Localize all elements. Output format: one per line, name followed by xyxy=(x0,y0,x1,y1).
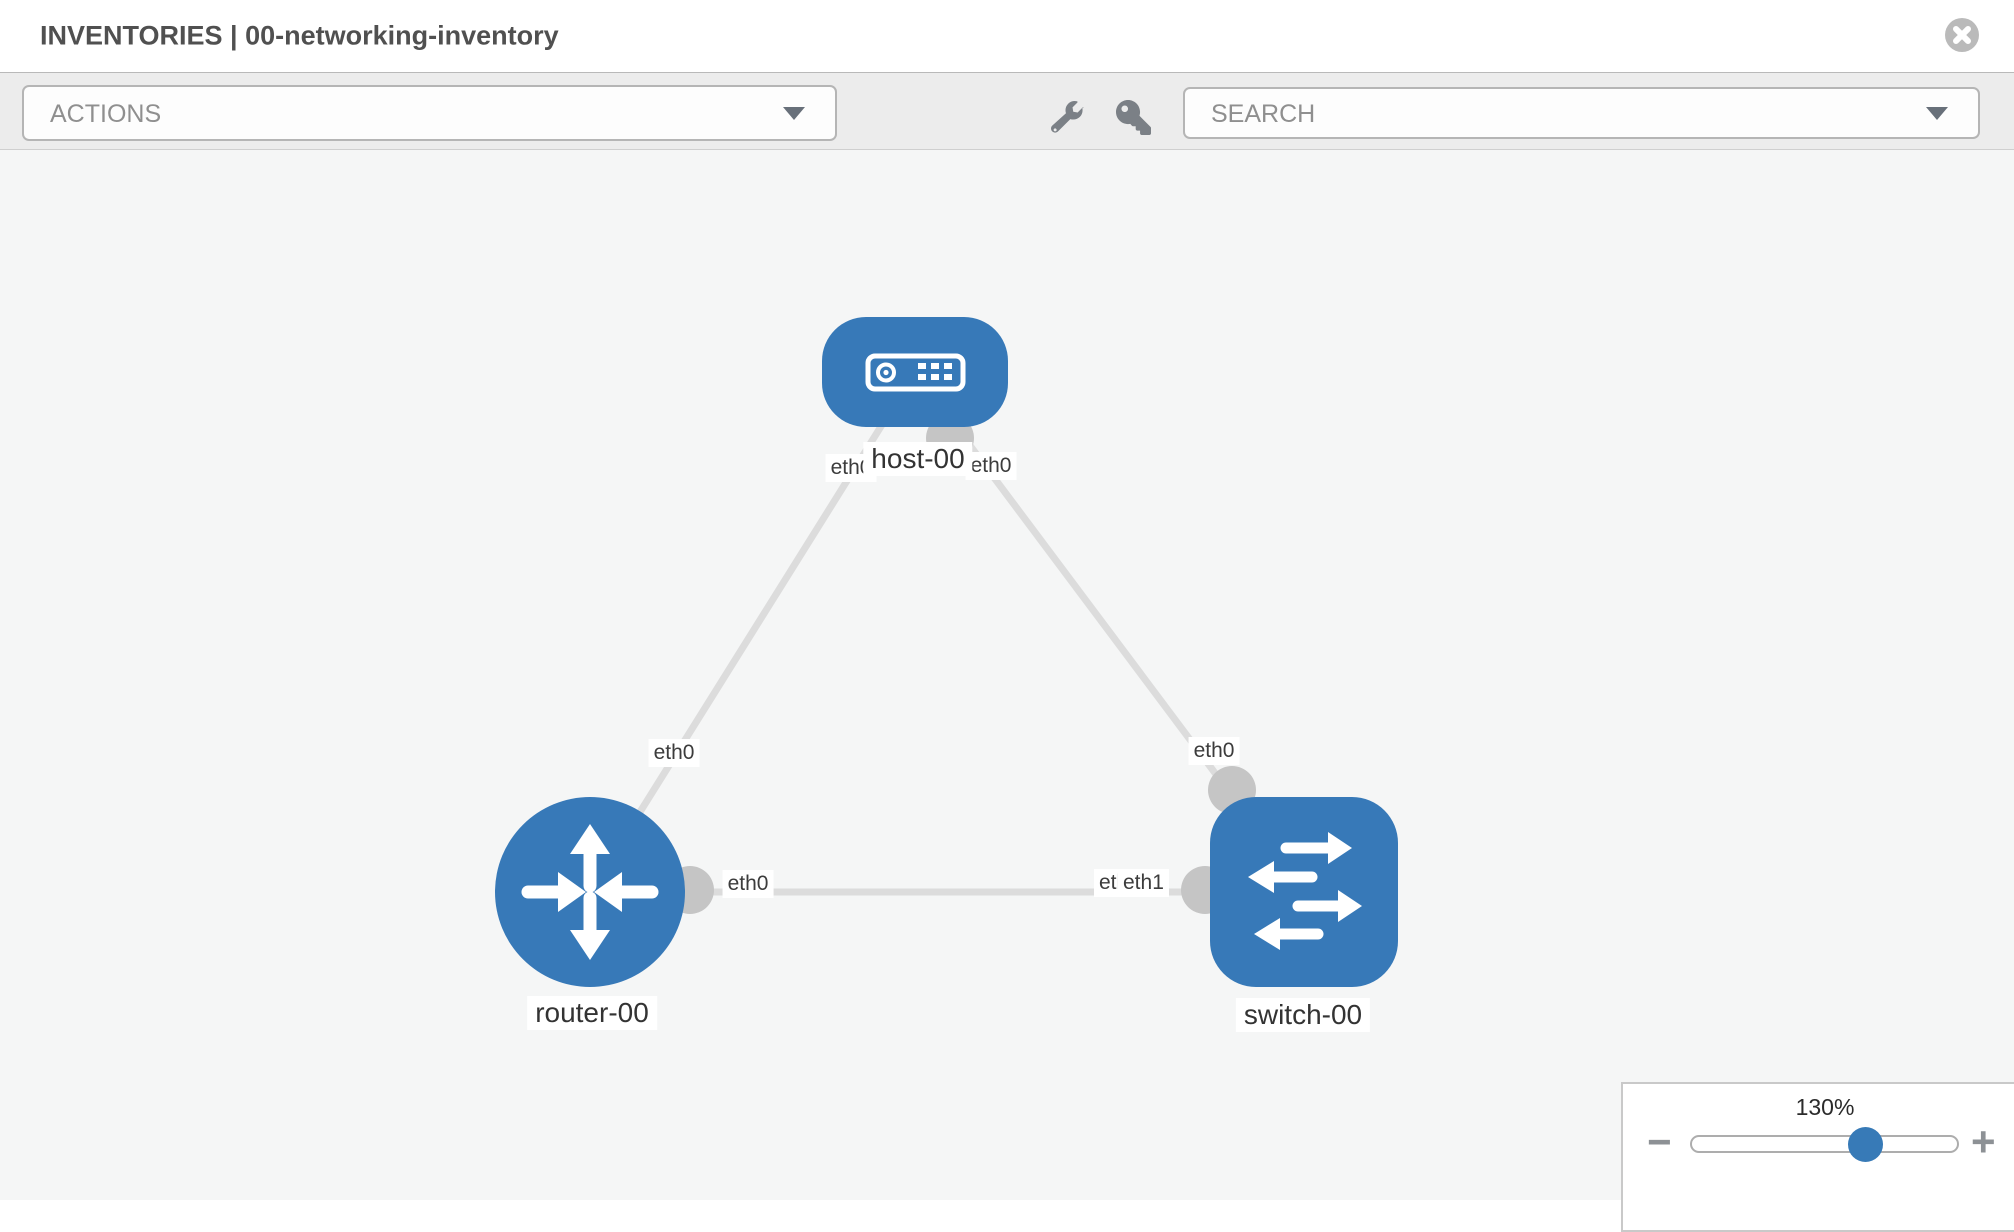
zoom-out-button[interactable]: − xyxy=(1647,1118,1672,1165)
header: INVENTORIES | 00-networking-inventory xyxy=(0,0,2014,72)
zoom-slider-thumb[interactable] xyxy=(1848,1127,1883,1162)
actions-dropdown-label: ACTIONS xyxy=(50,100,162,128)
switch-node-shape xyxy=(1210,797,1398,987)
toolbar: ACTIONS SEARCH xyxy=(0,72,2014,150)
close-button[interactable] xyxy=(1945,18,1979,52)
node-label-switch: switch-00 xyxy=(1235,998,1371,1032)
iface-label-router-top: eth0 xyxy=(648,739,700,767)
iface-label-switch-top: eth0 xyxy=(1188,737,1240,765)
search-dropdown-label: SEARCH xyxy=(1211,100,1316,128)
credentials-button[interactable] xyxy=(1115,99,1151,135)
topology-canvas[interactable] xyxy=(0,150,2014,1200)
page-title: INVENTORIES | 00-networking-inventory xyxy=(40,20,559,51)
zoom-panel: 130% − + xyxy=(1621,1082,2014,1232)
iface-label-host-right: eth0 xyxy=(965,452,1017,480)
actions-dropdown[interactable]: ACTIONS xyxy=(22,85,837,141)
node-label-host: host-00 xyxy=(863,442,973,476)
chevron-down-icon xyxy=(1926,107,1948,120)
host-node-shape xyxy=(822,317,1008,427)
iface-label-link-front: eth1 xyxy=(1118,869,1169,897)
node-host-00[interactable] xyxy=(822,317,1008,427)
router-icon xyxy=(521,824,659,960)
node-router-00[interactable] xyxy=(495,797,685,987)
close-icon xyxy=(1953,26,1971,44)
search-dropdown[interactable]: SEARCH xyxy=(1183,87,1980,139)
chevron-down-icon xyxy=(783,107,805,120)
zoom-level-readout: 130% xyxy=(1795,1094,1855,1120)
topology-svg xyxy=(495,317,1398,987)
switch-icon xyxy=(1248,832,1362,950)
wrench-icon xyxy=(1051,101,1084,133)
node-label-router: router-00 xyxy=(527,996,657,1030)
zoom-in-button[interactable]: + xyxy=(1971,1118,1996,1165)
configure-tools-button[interactable] xyxy=(1049,99,1085,135)
iface-label-router-right: eth0 xyxy=(722,870,774,898)
node-switch-00[interactable] xyxy=(1210,797,1398,987)
server-icon xyxy=(865,353,966,392)
key-icon xyxy=(1116,100,1151,135)
zoom-slider-track[interactable] xyxy=(1690,1135,1959,1153)
